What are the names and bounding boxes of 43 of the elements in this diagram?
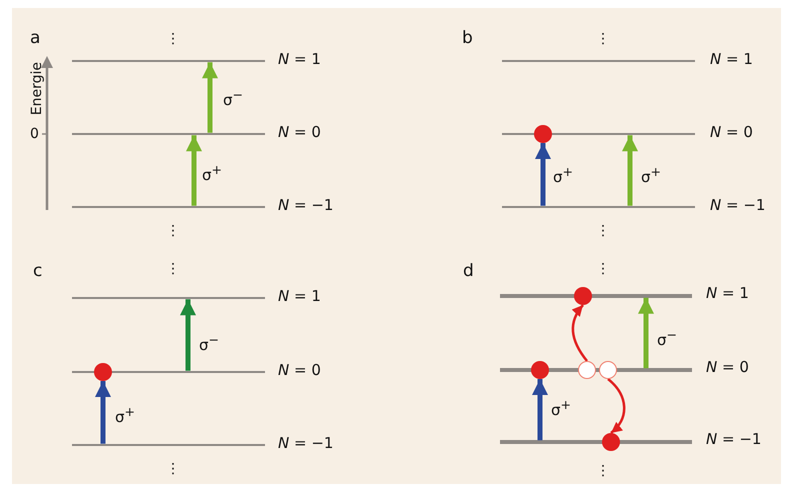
panel-letter: d bbox=[463, 263, 474, 280]
arrow bbox=[572, 304, 588, 362]
text-label: ⋮ bbox=[596, 224, 610, 238]
text-label: 0 bbox=[30, 127, 39, 141]
level-label: N = 0 bbox=[706, 360, 749, 376]
level-label: N = 1 bbox=[710, 52, 753, 67]
particle-dot bbox=[602, 433, 620, 451]
panel-letter: c bbox=[33, 263, 42, 280]
text-label: ⋮ bbox=[166, 262, 180, 276]
particle-dot bbox=[534, 125, 552, 143]
level-label: N = 0 bbox=[710, 124, 753, 140]
arrow bbox=[532, 379, 548, 440]
arrow bbox=[186, 135, 202, 206]
level-label: N = −1 bbox=[706, 432, 762, 448]
panel-letter: a bbox=[30, 30, 40, 47]
level-label: N = −1 bbox=[710, 198, 766, 213]
arrow bbox=[622, 135, 638, 206]
arrow bbox=[638, 298, 654, 368]
level-label: N = 1 bbox=[278, 288, 321, 304]
axis-label: Energie bbox=[30, 62, 44, 116]
level-label: N = −1 bbox=[278, 436, 334, 451]
arrow bbox=[95, 381, 111, 444]
arrow bbox=[180, 299, 196, 371]
text-label: ⋮ bbox=[166, 32, 180, 46]
arrow bbox=[607, 378, 626, 434]
text-label: ⋮ bbox=[596, 464, 610, 478]
text-label: ⋮ bbox=[596, 262, 610, 276]
level-label: N = 0 bbox=[278, 124, 321, 140]
level-label: N = 0 bbox=[278, 362, 321, 378]
level-label: N = 1 bbox=[278, 52, 321, 67]
particle-dot bbox=[94, 363, 112, 381]
particle-dot bbox=[574, 287, 592, 305]
text-label: ⋮ bbox=[596, 32, 610, 46]
level-label: N = −1 bbox=[278, 198, 334, 213]
text-label: ⋮ bbox=[166, 224, 180, 238]
level-label: N = 1 bbox=[706, 286, 749, 302]
panel-letter: b bbox=[462, 30, 473, 47]
particle-dot bbox=[531, 361, 549, 379]
arrow bbox=[535, 143, 551, 206]
hole-circle bbox=[599, 361, 617, 379]
arrow bbox=[202, 62, 218, 133]
text-label: ⋮ bbox=[166, 462, 180, 476]
hole-circle bbox=[578, 361, 596, 379]
